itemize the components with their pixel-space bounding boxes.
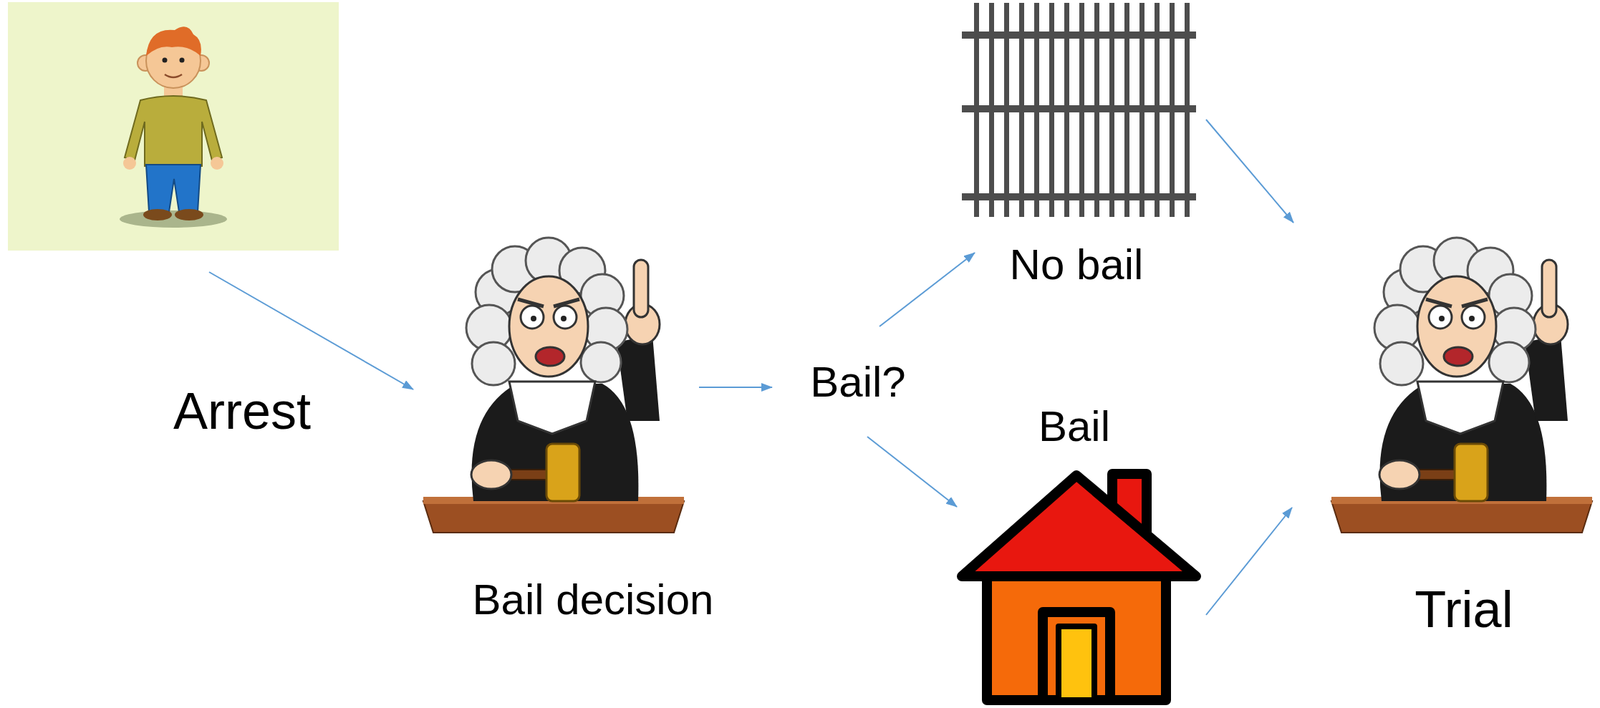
judge-illustration [1331, 237, 1593, 533]
bar [1019, 2, 1025, 218]
bar [1169, 2, 1175, 218]
judge-node: Bail decision [423, 242, 684, 533]
sweater [124, 95, 223, 167]
flow-arrow [1206, 119, 1294, 223]
node-label: Trial [1177, 578, 1600, 641]
smile [164, 74, 182, 78]
door-frame [1042, 612, 1111, 701]
bar [1184, 2, 1190, 218]
bar [1094, 2, 1100, 218]
shoe [174, 209, 204, 221]
person-node: Arrest [7, 2, 339, 251]
bar [1124, 2, 1130, 218]
person-illustration [7, 2, 339, 251]
arrow-line [879, 252, 975, 327]
node-label: No bail [789, 239, 1363, 291]
flow-arrow [879, 252, 975, 327]
bar [1064, 2, 1070, 218]
arrow-line [209, 272, 414, 390]
bar [961, 193, 1197, 201]
bar [1049, 2, 1055, 218]
bar [1034, 2, 1040, 218]
node-label: Bail decision [306, 574, 880, 626]
jail-bars [961, 2, 1197, 218]
eye [162, 58, 168, 64]
shadow [119, 210, 228, 228]
bar [989, 2, 995, 218]
person-background [7, 2, 339, 251]
door [1058, 626, 1095, 701]
house-illustration [961, 474, 1197, 701]
roof [961, 475, 1197, 577]
bar [961, 105, 1197, 113]
bar [1079, 2, 1085, 218]
flow-arrow [699, 387, 773, 389]
bar [1109, 2, 1115, 218]
hair [146, 26, 202, 56]
house-node: Bail [956, 471, 1202, 705]
arrow-line [699, 386, 773, 389]
judge-illustration [423, 237, 684, 533]
jeans [146, 164, 201, 212]
jail-node: No bail [961, 2, 1197, 218]
hand [123, 156, 137, 170]
arrow-line [1206, 119, 1294, 223]
bar [974, 2, 980, 218]
bar [961, 31, 1197, 39]
arrow-line [1206, 507, 1293, 616]
wall [986, 565, 1166, 701]
arrow-line [867, 436, 957, 508]
shoe [143, 209, 172, 221]
bar [1139, 2, 1145, 218]
node-label: Bail? [571, 356, 1145, 409]
door-frame [1042, 612, 1111, 701]
flow-arrow [867, 436, 957, 508]
node-label: Arrest [0, 380, 529, 442]
eye [179, 58, 185, 64]
hand [210, 156, 224, 170]
flow-arrow [209, 272, 414, 390]
bar [1004, 2, 1010, 218]
node-label: Bail [787, 401, 1361, 453]
bar [1154, 2, 1160, 218]
flow-arrow [1206, 507, 1293, 616]
judge-node: Trial [1331, 242, 1592, 533]
decision-label: Bail? [777, 357, 939, 409]
